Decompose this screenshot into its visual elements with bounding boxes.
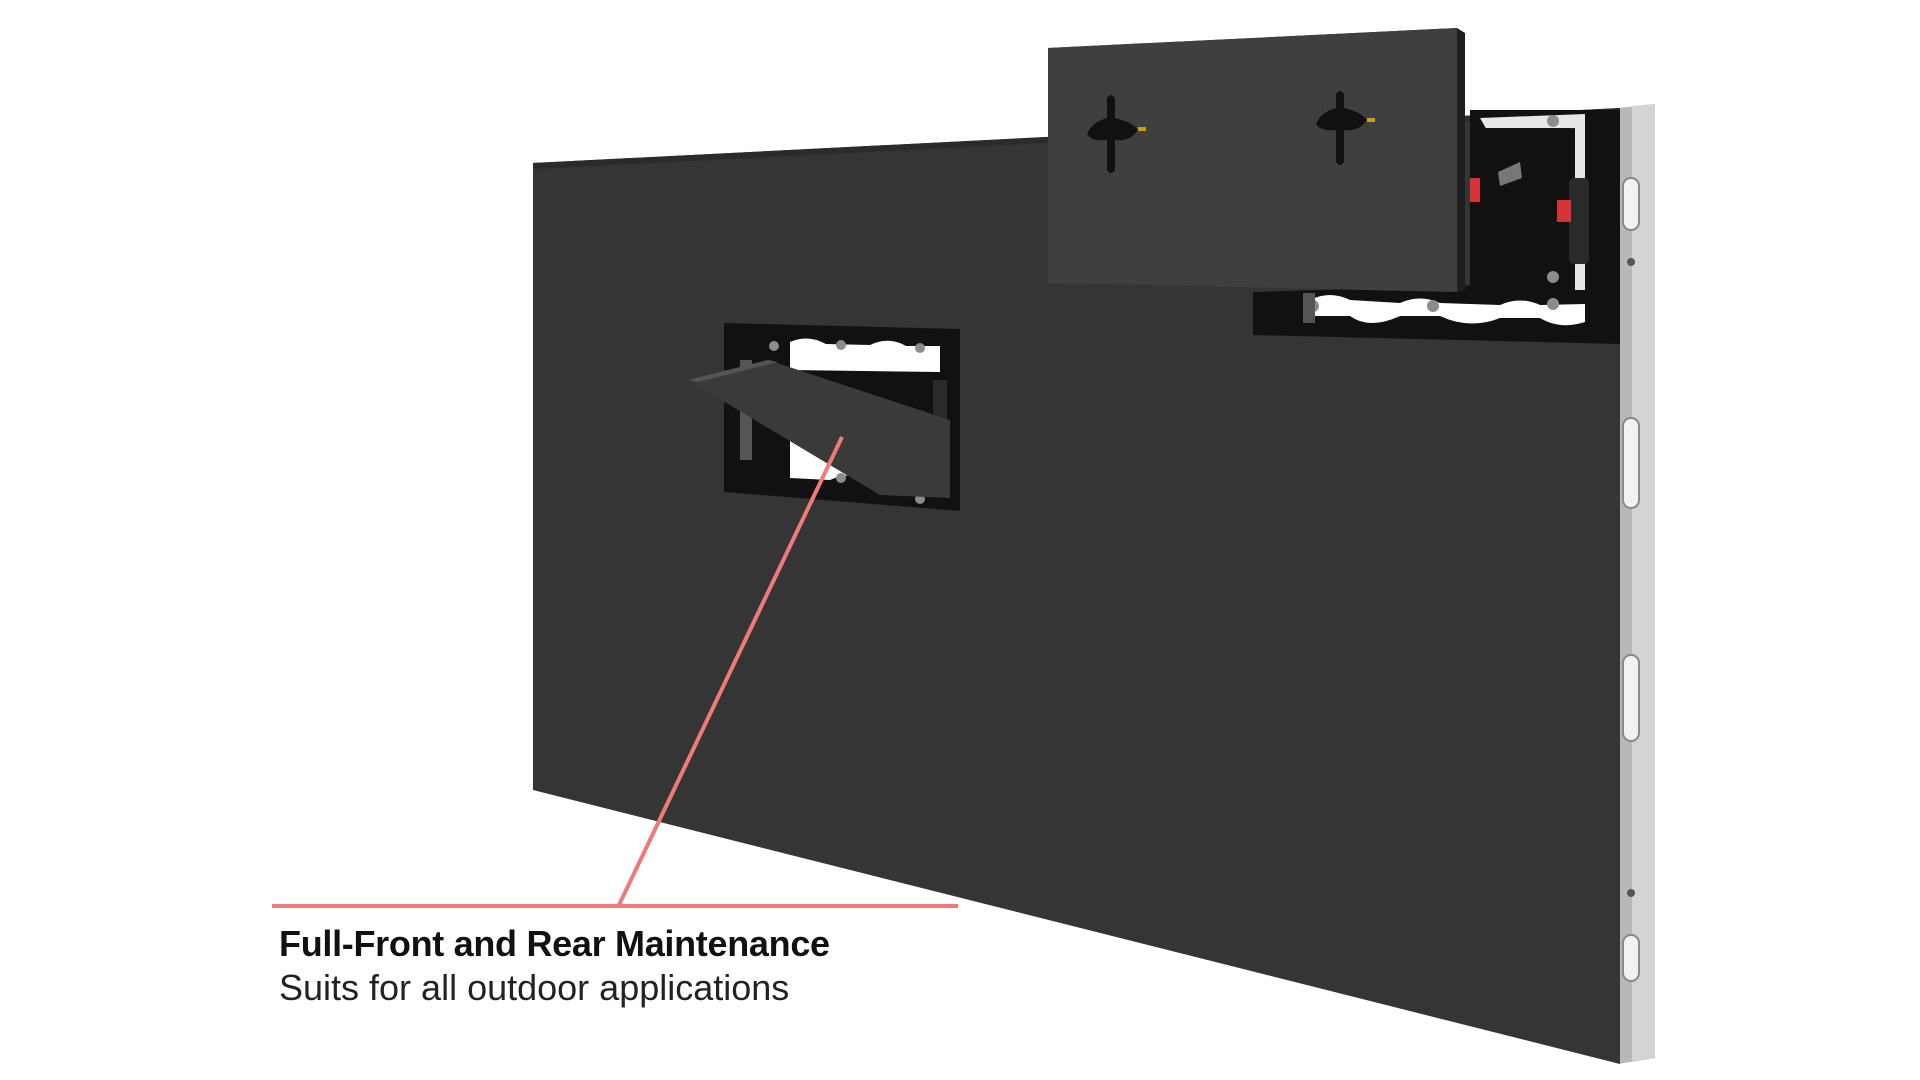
rail-slot-top	[1622, 177, 1640, 231]
removed-module	[1048, 28, 1465, 292]
side-rail	[1618, 104, 1655, 1064]
rail-slot-mid-upper	[1622, 417, 1640, 509]
rear-maintenance-opening	[688, 323, 960, 511]
feature-subtitle: Suits for all outdoor applications	[279, 967, 790, 1008]
rail-slot-bottom	[1622, 934, 1640, 982]
t-handle-icon	[1316, 91, 1375, 165]
t-handle-icon	[1087, 95, 1146, 173]
hinged-module	[688, 360, 950, 498]
lock-lever-icon	[1470, 162, 1589, 264]
rail-slot-mid-lower	[1622, 654, 1640, 742]
upper-opening	[1253, 110, 1620, 344]
feature-callout: Full-Front and Rear Maintenance Suits fo…	[279, 922, 830, 1010]
bolt-icon	[1307, 115, 1559, 312]
callout-leader-line	[617, 436, 844, 906]
feature-title: Full-Front and Rear Maintenance	[279, 923, 830, 964]
